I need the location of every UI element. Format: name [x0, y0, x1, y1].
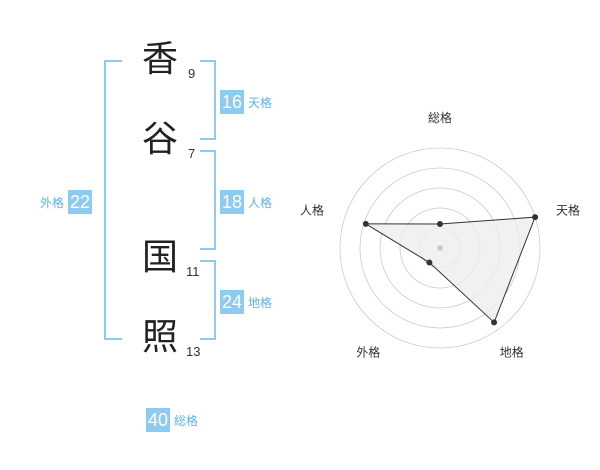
soukaku-value: 40 [146, 408, 171, 432]
radar-point-4 [426, 259, 433, 266]
gaikaku-value: 22 [68, 190, 93, 214]
radar-axis-label-5: 人格 [300, 202, 324, 217]
radar-grid-ring-5 [339, 147, 541, 349]
radar-area [364, 216, 536, 324]
stroke-count-1: 9 [188, 66, 196, 81]
radar-axis-label-3: 地格 [500, 345, 524, 360]
chikaku-badge: 24 地格 [220, 290, 272, 314]
name-char-3: 国 [142, 237, 179, 278]
radar-point-1 [437, 221, 443, 227]
jinkaku-label: 人格 [248, 195, 273, 210]
radar-point-3 [491, 319, 498, 326]
radar-center-dot [437, 245, 443, 251]
jinkaku-bracket [200, 150, 216, 250]
tenkaku-badge: 16 天格 [220, 90, 272, 114]
name-char-4: 照 [142, 317, 179, 358]
radar-point-2 [532, 214, 539, 221]
chikaku-label: 地格 [248, 295, 273, 310]
gaikaku-label: 外格 [40, 195, 65, 210]
name-char-1: 香 [142, 39, 179, 80]
radar-axis-label-1: 総格 [428, 110, 452, 125]
gaikaku-bracket [104, 60, 122, 340]
tenkaku-label: 天格 [248, 95, 273, 110]
name-char-2: 谷 [142, 119, 179, 160]
tenkaku-bracket [200, 60, 216, 140]
jinkaku-badge: 18 人格 [220, 190, 272, 214]
stroke-count-4: 13 [186, 344, 201, 359]
radar-axis-label-2: 天格 [556, 202, 580, 217]
radar-axis-label-4: 外格 [356, 345, 380, 360]
stroke-count-2: 7 [188, 146, 196, 161]
stroke-count-3: 11 [186, 264, 200, 279]
soukaku-badge: 40 総格 [146, 408, 198, 432]
tenkaku-value: 16 [220, 90, 245, 114]
soukaku-label: 総格 [174, 413, 199, 428]
gaikaku-badge: 外格 22 [40, 190, 93, 214]
jinkaku-value: 18 [220, 190, 245, 214]
radar-point-5 [362, 220, 369, 227]
chikaku-bracket [200, 260, 216, 340]
chikaku-value: 24 [220, 290, 245, 314]
